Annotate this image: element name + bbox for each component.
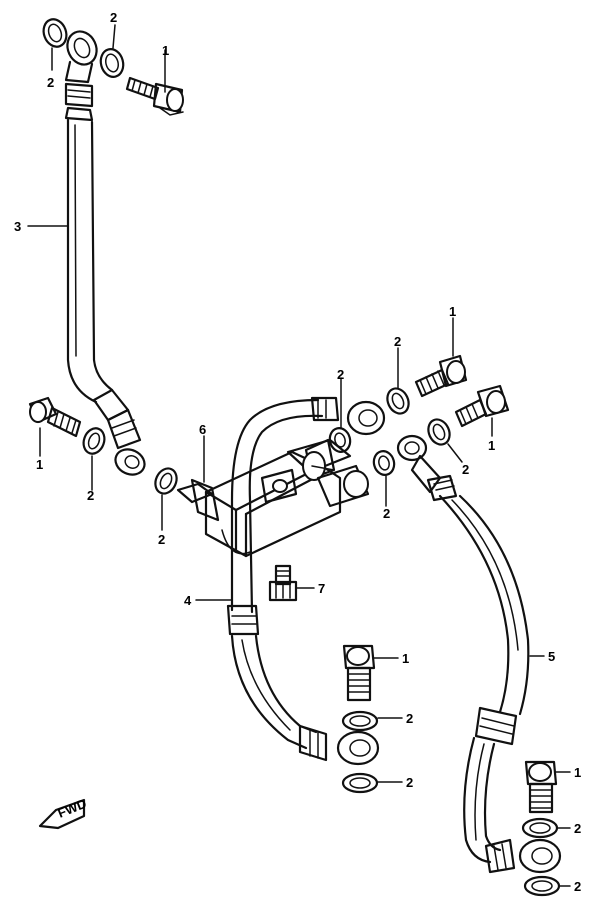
brake-hose-joint-6 (176, 438, 370, 558)
callout-1-low: 1 (402, 651, 409, 666)
callout-6: 6 (199, 422, 206, 437)
callout-2-right-a: 2 (394, 334, 401, 349)
forward-arrow: FWD (38, 796, 89, 830)
washer-mid (328, 427, 352, 453)
washer-low-b (341, 772, 379, 794)
callout-2-center: 2 (158, 532, 165, 547)
callout-2-low-a: 2 (406, 711, 413, 726)
brake-hose-3 (66, 118, 114, 404)
washer-top-right (99, 48, 125, 78)
union-bolt-bottom (524, 760, 558, 814)
union-bolt-right-top (414, 354, 468, 398)
callout-2-low-b: 2 (406, 775, 413, 790)
callout-2-bottom-b: 2 (574, 879, 581, 894)
callout-2-bottom-a: 2 (574, 821, 581, 836)
callout-7: 7 (318, 581, 325, 596)
union-bolt-left (28, 396, 82, 438)
callout-2-top-a: 2 (47, 75, 54, 90)
washer-center-right (372, 450, 396, 476)
washer-bottom-b (523, 875, 561, 897)
washer-low-a (341, 710, 379, 732)
leader-lines (27, 24, 571, 887)
union-bolt-low (342, 644, 376, 702)
washer-top-left (42, 18, 68, 48)
washer-center-left (154, 467, 178, 495)
callout-2-mid: 2 (337, 367, 344, 382)
callout-2-left: 2 (87, 488, 94, 503)
callout-labels: 2 2 1 3 1 2 2 1 2 6 2 2 1 2 7 4 5 1 2 2 … (14, 10, 581, 894)
callout-1-right-mid: 1 (488, 438, 495, 453)
callout-2-top-b: 2 (110, 10, 117, 25)
hose-3-lower-fitting (92, 388, 146, 476)
callout-1-top: 1 (162, 43, 169, 58)
callout-2-right-c: 2 (462, 462, 469, 477)
union-bolt-right-mid (454, 384, 510, 428)
callout-2-right-b: 2 (383, 506, 390, 521)
brake-hose-4 (226, 396, 386, 766)
bleeder-screw-7 (268, 564, 298, 602)
brake-hose-5 (396, 434, 562, 874)
washer-right-top (386, 387, 410, 415)
callout-1-bottom: 1 (574, 765, 581, 780)
callout-1-left: 1 (36, 457, 43, 472)
callout-4: 4 (184, 593, 192, 608)
washer-right-mid (427, 418, 451, 446)
union-bolt-top (125, 76, 184, 116)
washer-bottom-a (521, 817, 559, 839)
callout-5: 5 (548, 649, 555, 664)
callout-1-right-top: 1 (449, 304, 456, 319)
banjo-fitting-top (64, 30, 98, 122)
callout-3: 3 (14, 219, 21, 234)
washer-left (82, 427, 106, 455)
